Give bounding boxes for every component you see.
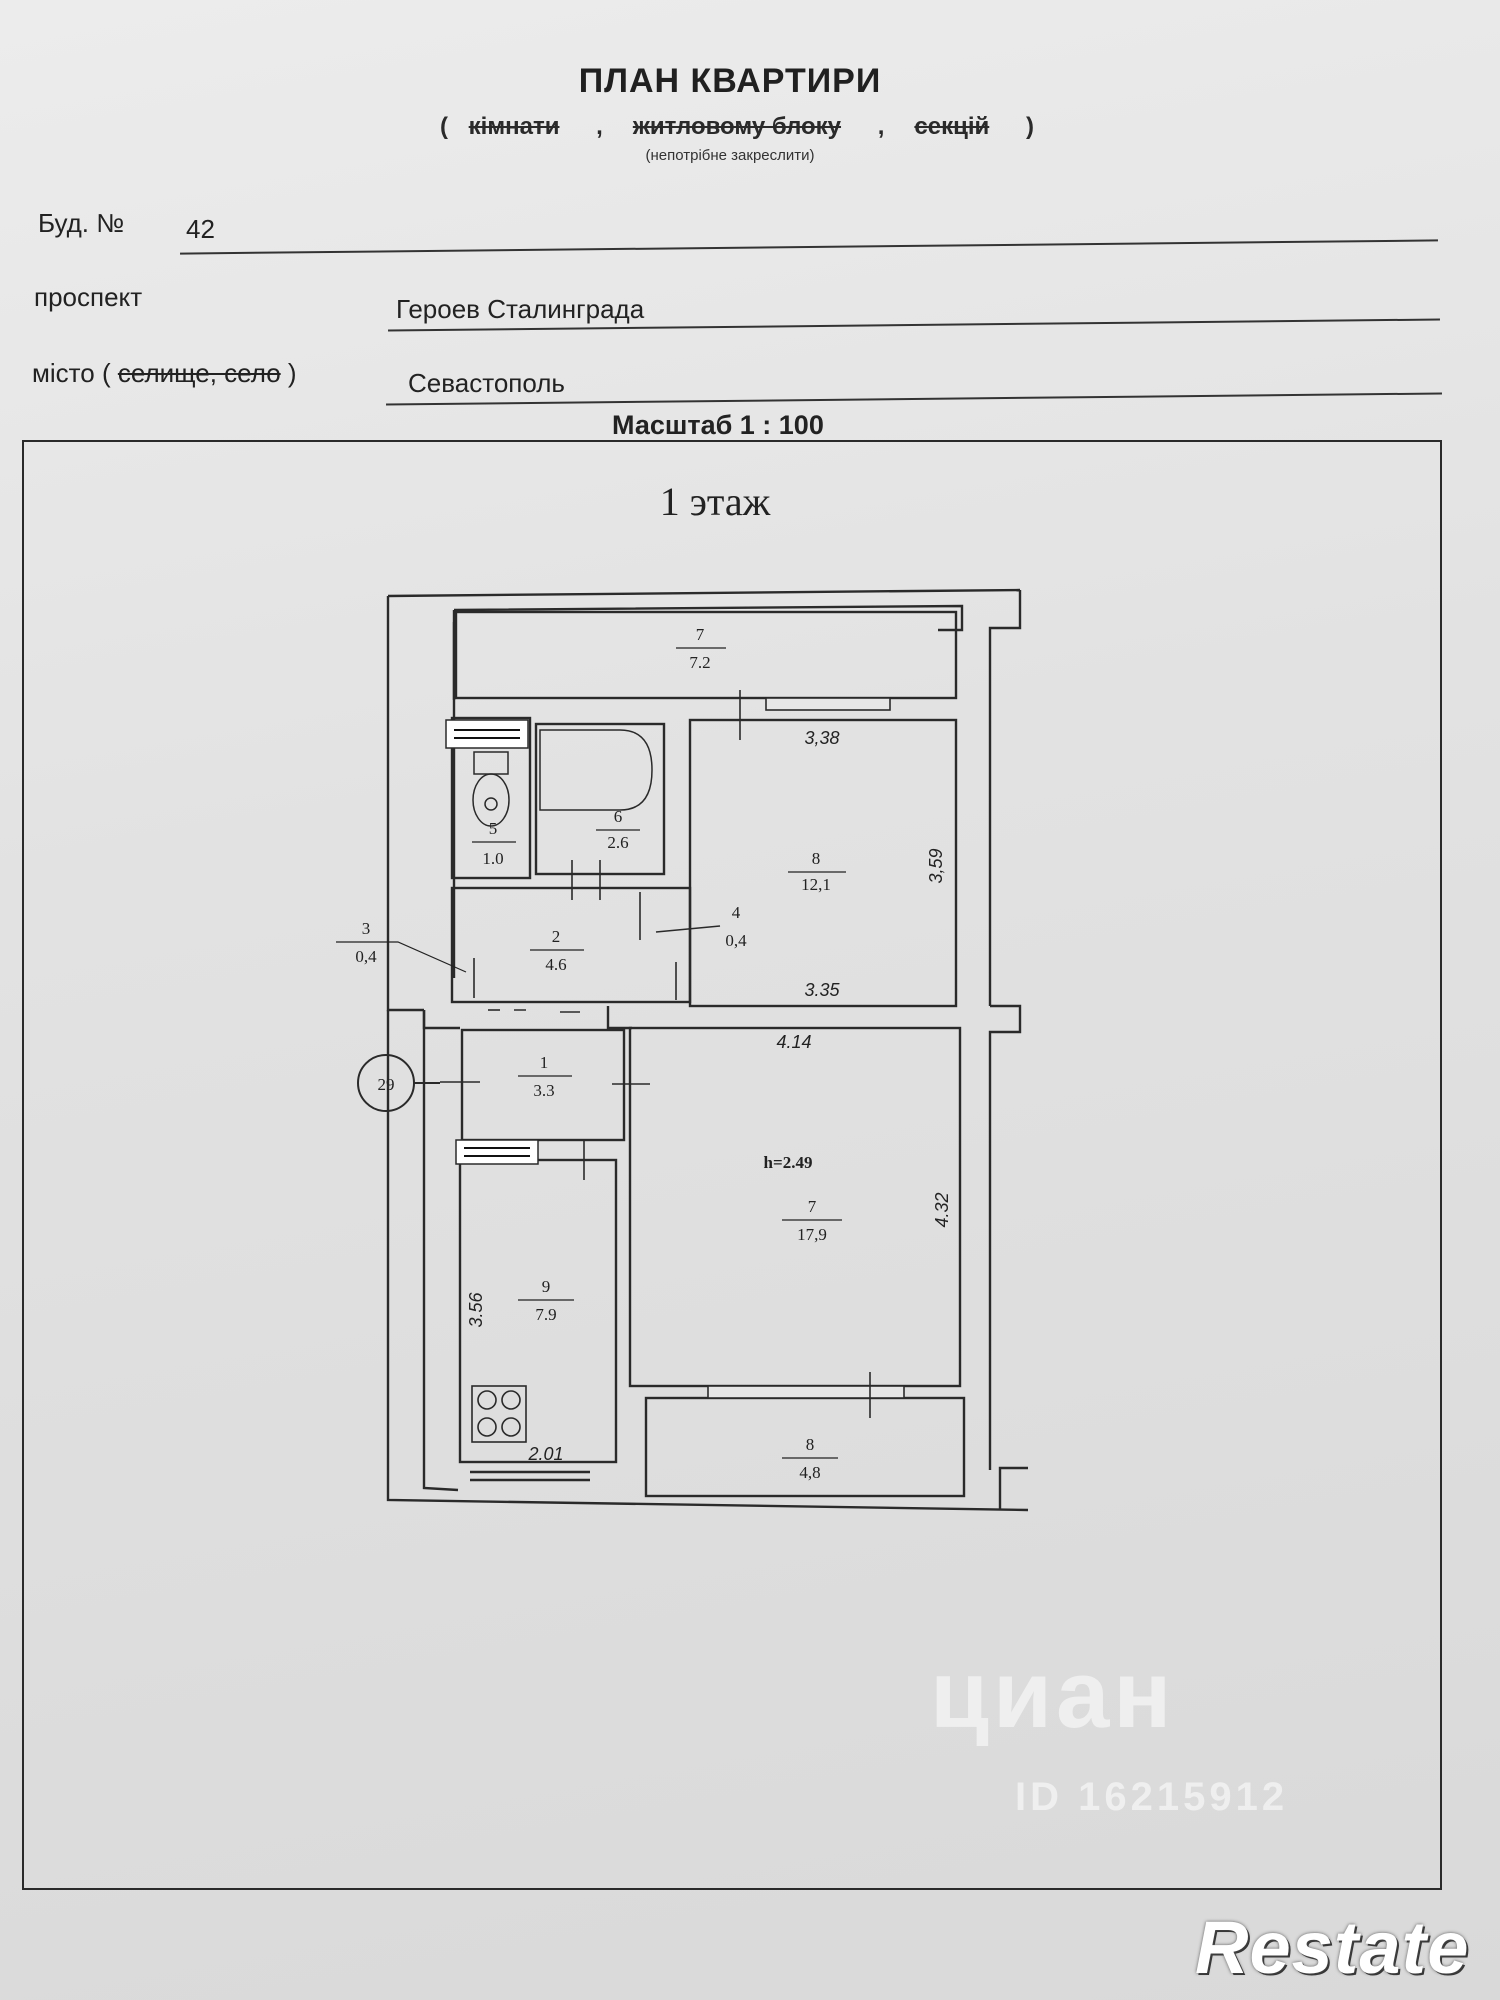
subtitle-option-room: кімнати (468, 113, 560, 140)
room-label-num: 6 (614, 807, 623, 826)
room-label-area: 0,4 (725, 931, 747, 950)
room-label-area: 3.3 (533, 1081, 554, 1100)
city-value: Севастополь (408, 368, 565, 398)
subtitle-open-paren: ( (440, 113, 448, 140)
room-label-area: 4.6 (545, 955, 566, 974)
room-label-area: 4,8 (799, 1463, 820, 1482)
dimension-label: 3,38 (804, 728, 839, 748)
watermark-brand: циан (930, 1641, 1176, 1748)
bathtub-fixture (539, 729, 653, 811)
drawing-frame (22, 440, 1442, 1890)
room-label-area: 1.0 (482, 849, 503, 868)
room-label-num: 2 (552, 927, 561, 946)
strike-note: (непотрібне закреслити) (645, 147, 815, 164)
dimension-label: 4.32 (932, 1192, 952, 1227)
toilet-fixture (472, 751, 510, 827)
building-label: Буд. № (38, 208, 125, 238)
subtitle-close-paren: ) (1025, 113, 1034, 140)
room-label-num: 9 (542, 1277, 551, 1296)
dimension-label: 2.01 (527, 1444, 563, 1464)
room-label-area: 12,1 (801, 875, 831, 894)
building-value: 42 (186, 214, 215, 244)
city-label-prefix: місто ( (32, 358, 111, 388)
restate-logo: Restate (1195, 1906, 1470, 1989)
scale-label: Масштаб 1 : 100 (612, 410, 824, 440)
document-subtitle: ( кімнати , житловому блоку , секцій ) (440, 113, 1034, 141)
room-label-num: 8 (812, 849, 821, 868)
subtitle-comma-1: , (596, 113, 603, 140)
apartment-number: 29 (378, 1075, 395, 1094)
room-label-num: 1 (540, 1053, 549, 1072)
room-label-area: 17,9 (797, 1225, 827, 1244)
plan-door-marks (440, 690, 871, 1418)
stove-fixture (471, 1385, 527, 1443)
street-label: проспект (34, 282, 143, 312)
room-label-num: 3 (362, 919, 371, 938)
document-title: ПЛАН КВАРТИРИ (578, 62, 882, 100)
dimension-label: 3,59 (926, 848, 946, 883)
floor-label: 1 этаж (659, 479, 771, 524)
apartment-number-marker: 29 (357, 1054, 440, 1112)
dimension-label: 3.56 (466, 1292, 486, 1328)
room-label-area: 0,4 (355, 947, 377, 966)
city-label-struck: селище, село (117, 358, 281, 388)
plan-windows (707, 697, 905, 1399)
subtitle-option-section: секцій (914, 113, 990, 140)
city-label-suffix: ) (287, 358, 297, 388)
street-value: Героев Сталинграда (396, 294, 645, 324)
room-label-num: 7 (696, 625, 705, 644)
room-label-area: 7.2 (689, 653, 710, 672)
dimension-label: 4.14 (776, 1032, 811, 1052)
dimension-label: 3.35 (804, 980, 840, 1000)
plan-radiators (445, 719, 539, 1165)
room-label-num: 7 (808, 1197, 817, 1216)
subtitle-comma-2: , (877, 113, 885, 140)
watermark-id: ID 16215912 (1015, 1775, 1289, 1819)
room-label-area: 7.9 (535, 1305, 556, 1324)
room-label-area: 2.6 (607, 833, 628, 852)
city-label: місто ( селище, село ) (32, 358, 297, 389)
room-label-num: 8 (806, 1435, 815, 1454)
room-label-num: 5 (489, 819, 498, 838)
room-label-num: 4 (732, 903, 741, 922)
subtitle-option-block: житловому блоку (632, 113, 842, 140)
ceiling-height: h=2.49 (764, 1153, 813, 1172)
